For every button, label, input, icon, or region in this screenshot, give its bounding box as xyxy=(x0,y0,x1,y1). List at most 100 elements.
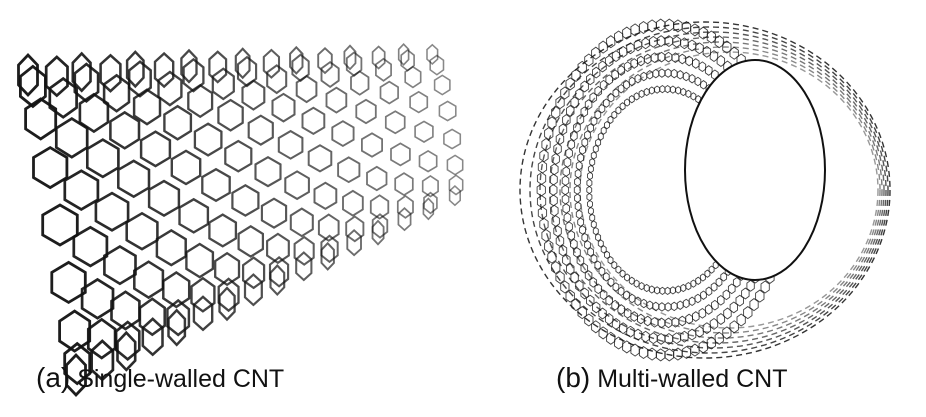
hexagon-cell xyxy=(581,107,588,117)
hexagon-cell xyxy=(696,277,701,284)
hexagon-cell xyxy=(209,215,236,247)
hexagon-cell xyxy=(564,158,571,168)
hexagon-cell xyxy=(444,129,460,148)
hexagon-cell xyxy=(439,101,455,120)
hexagon-cell xyxy=(717,314,725,325)
hexagon-cell xyxy=(659,303,665,311)
hexagon-cell xyxy=(568,140,575,150)
hexagon-cell xyxy=(686,283,691,290)
caption-tag-a: (a) xyxy=(36,362,70,393)
caption-tag-b: (b) xyxy=(556,362,590,393)
hexagon-cell xyxy=(649,87,654,94)
hexagon-cell xyxy=(43,205,78,245)
hexagon-cell xyxy=(691,280,696,287)
hexagon-cell xyxy=(542,230,550,242)
hexagon-cell xyxy=(562,195,569,205)
hexagon-cell xyxy=(639,90,644,97)
hexagon-cell xyxy=(297,76,317,102)
hexagon-cell xyxy=(693,312,700,322)
hexagon-cell xyxy=(34,148,67,188)
hexagon-cell xyxy=(634,280,639,287)
hexagon-cell xyxy=(695,294,701,302)
hexagon-cell xyxy=(665,86,670,93)
hexagon-cell xyxy=(634,40,642,51)
hexagon-cell xyxy=(677,71,683,79)
hexagon-cell xyxy=(141,132,170,166)
hexagon-cell xyxy=(700,274,705,281)
hexagon-cell xyxy=(605,56,613,67)
hexagon-cell xyxy=(447,155,462,174)
hexagon-cell xyxy=(582,138,588,146)
hexagon-cell xyxy=(671,69,677,77)
hexagon-cell xyxy=(188,85,212,117)
hexagon-cell xyxy=(696,326,704,337)
hexagon-cell xyxy=(548,117,556,129)
hexagon-cell xyxy=(279,131,303,159)
hexagon-cell xyxy=(552,107,560,119)
hexagon-cell xyxy=(576,162,582,170)
hexagon-cell xyxy=(157,231,186,266)
hexagon-cell xyxy=(195,124,222,156)
hexagon-cell xyxy=(691,24,699,36)
hexagon-cell xyxy=(104,247,135,284)
hexagon-cell xyxy=(627,326,635,337)
hexagon-cell xyxy=(82,280,113,319)
hexagon-cell xyxy=(588,207,593,214)
hexagon-cell xyxy=(683,72,689,80)
hexagon-cell xyxy=(658,318,665,328)
hexagon-cell xyxy=(395,173,413,195)
hexagon-cell xyxy=(450,186,461,205)
hexagon-cell xyxy=(309,145,332,171)
hexagon-cell xyxy=(676,87,681,94)
hexagon-cell xyxy=(676,286,681,293)
hexagon-cell xyxy=(578,218,584,226)
hexagon-cell xyxy=(591,221,596,228)
hexagon-cell xyxy=(351,71,369,94)
hexagon-cell xyxy=(149,181,179,216)
tube-opening xyxy=(685,60,825,280)
hexagon-cell xyxy=(96,193,128,230)
hexagon-cell xyxy=(699,309,706,319)
hexagon-cell xyxy=(376,59,391,81)
hexagon-cell xyxy=(566,222,573,232)
hexagon-cell xyxy=(588,165,593,172)
hexagon-cell xyxy=(578,154,584,162)
hexagon-cell xyxy=(655,86,660,93)
hexagon-cell xyxy=(52,262,86,302)
hexagon-cell xyxy=(648,348,656,360)
hexagon-cell xyxy=(701,81,707,89)
hexagon-cell xyxy=(659,69,665,77)
hexagon-cell xyxy=(590,214,595,221)
hexagon-cell xyxy=(657,349,665,361)
hexagon-cell xyxy=(588,124,594,132)
hexagon-cell xyxy=(118,161,149,197)
hexagon-cell xyxy=(225,141,251,171)
hexagon-cell xyxy=(213,69,234,99)
hexagon-cell xyxy=(347,230,361,255)
hexagon-cell xyxy=(689,297,695,305)
hexagon-cell xyxy=(564,213,571,223)
caption-text-a: Single-walled CNT xyxy=(77,365,284,393)
hexagon-cell xyxy=(587,186,592,193)
hexagon-cell xyxy=(648,20,656,32)
hexagon-cell xyxy=(599,41,607,53)
hexagon-cell xyxy=(415,121,433,142)
hexagon-cell xyxy=(410,92,427,113)
hexagon-cell xyxy=(681,284,686,291)
hexagon-cell xyxy=(202,169,229,201)
hexagon-cell xyxy=(548,251,556,263)
hexagon-cell xyxy=(634,93,639,100)
hexagon-cell xyxy=(655,287,660,294)
hexagon-cell xyxy=(653,302,659,310)
hexagon-cell xyxy=(691,344,699,356)
hexagon-cell xyxy=(615,337,623,349)
hexagon-cell xyxy=(612,51,620,62)
hexagon-cell xyxy=(420,151,437,172)
hexagon-cell xyxy=(650,36,658,47)
hexagon-cell xyxy=(686,90,691,97)
hexagon-cell xyxy=(180,199,208,232)
hexagon-cell xyxy=(186,244,213,277)
hexagon-cell xyxy=(567,106,575,117)
hexagon-cell xyxy=(367,167,387,190)
hexagon-cell xyxy=(303,108,325,134)
